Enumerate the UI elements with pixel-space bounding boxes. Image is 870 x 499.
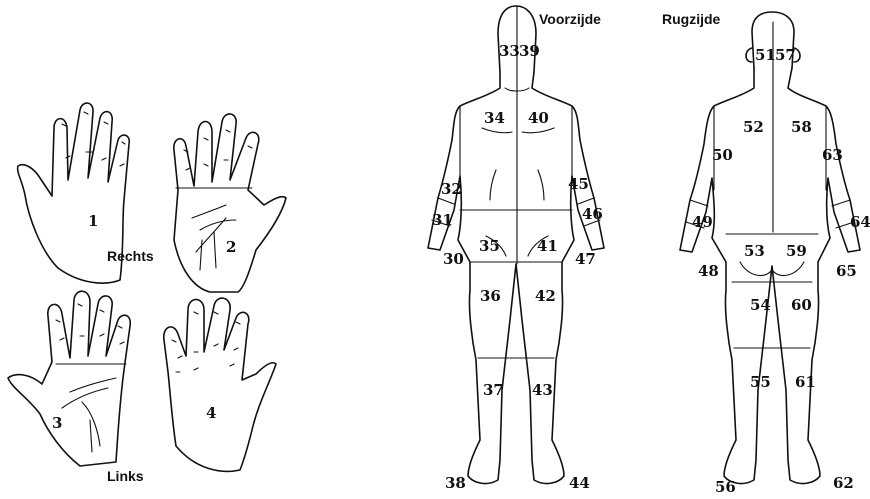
back-region-numbers: 51 57 52 58 50 63 49 64 48 53 59 65 54 6… bbox=[692, 46, 870, 496]
region-number: 41 bbox=[537, 237, 558, 255]
region-number: 49 bbox=[692, 213, 713, 231]
region-number: 64 bbox=[850, 213, 870, 231]
back-body-outline bbox=[680, 12, 860, 483]
region-number: 1 bbox=[88, 212, 98, 230]
region-number: 52 bbox=[743, 118, 764, 136]
region-number: 2 bbox=[226, 238, 236, 256]
region-number: 30 bbox=[443, 250, 464, 268]
region-number: 35 bbox=[479, 237, 500, 255]
region-number: 45 bbox=[568, 175, 589, 193]
region-number: 65 bbox=[836, 262, 857, 280]
region-number: 4 bbox=[206, 404, 216, 422]
region-number: 38 bbox=[445, 474, 466, 492]
region-number: 34 bbox=[484, 109, 505, 127]
hand-2-outline bbox=[174, 114, 286, 292]
region-number: 53 bbox=[744, 242, 765, 260]
region-number: 44 bbox=[569, 474, 590, 492]
region-number: 42 bbox=[535, 287, 556, 305]
region-number: 46 bbox=[582, 205, 603, 223]
region-number: 37 bbox=[483, 381, 504, 399]
region-number: 39 bbox=[519, 42, 540, 60]
region-number: 55 bbox=[750, 373, 771, 391]
region-number: 54 bbox=[750, 296, 771, 314]
region-number: 59 bbox=[786, 242, 807, 260]
region-number: 48 bbox=[698, 262, 719, 280]
region-number: 56 bbox=[715, 478, 736, 496]
region-number: 40 bbox=[528, 109, 549, 127]
region-number: 51 bbox=[755, 46, 776, 64]
region-number: 57 bbox=[775, 46, 796, 64]
region-number: 58 bbox=[791, 118, 812, 136]
hand-numbers: 1 2 3 4 bbox=[52, 212, 236, 432]
region-number: 62 bbox=[833, 474, 854, 492]
hand-4-outline bbox=[164, 298, 276, 471]
back-view-label: Rugzijde bbox=[662, 11, 720, 27]
region-number: 47 bbox=[575, 250, 596, 268]
region-number: 32 bbox=[441, 180, 462, 198]
hand-3-outline bbox=[8, 291, 130, 466]
region-number: 36 bbox=[480, 287, 501, 305]
left-hand-label: Links bbox=[107, 468, 144, 484]
region-number: 31 bbox=[432, 211, 453, 229]
right-hand-label: Rechts bbox=[107, 248, 154, 264]
region-number: 50 bbox=[712, 146, 733, 164]
region-number: 3 bbox=[52, 414, 62, 432]
front-body-outline bbox=[428, 6, 604, 483]
region-number: 63 bbox=[822, 146, 843, 164]
region-number: 60 bbox=[791, 296, 812, 314]
region-number: 43 bbox=[532, 381, 553, 399]
front-view-label: Voorzijde bbox=[539, 11, 601, 27]
region-number: 33 bbox=[499, 42, 520, 60]
region-number: 61 bbox=[795, 373, 816, 391]
